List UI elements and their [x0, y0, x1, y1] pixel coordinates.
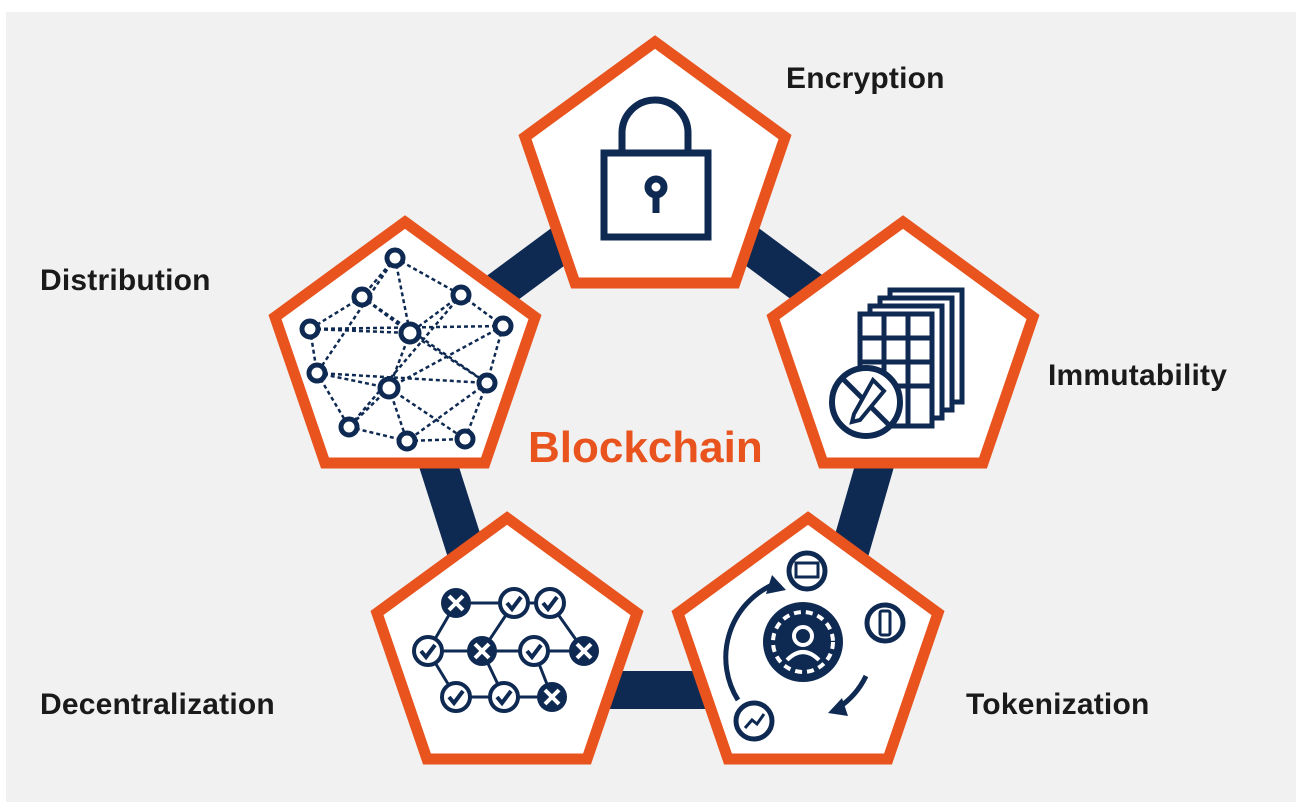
token-cycle-icon — [723, 550, 906, 742]
label-tokenization: Tokenization — [966, 688, 1150, 721]
mesh-node — [398, 321, 422, 345]
node-distribution — [268, 215, 542, 469]
x-node — [537, 682, 567, 712]
check-node — [498, 587, 530, 619]
mesh-node — [377, 376, 401, 400]
check-network-icon — [412, 587, 599, 713]
label-decentralization: Decentralization — [40, 688, 275, 721]
x-node — [441, 588, 471, 618]
lock-icon — [600, 96, 712, 241]
pentagon-tile-encryption — [518, 35, 792, 289]
mesh-node — [384, 247, 406, 269]
check-node — [534, 587, 566, 619]
pentagon-tile-decentralization — [370, 511, 644, 765]
locked-document-icon — [829, 287, 965, 439]
node-immutability — [766, 215, 1040, 469]
mesh-node — [454, 428, 476, 450]
mesh-node — [338, 416, 360, 438]
node-decentralization — [370, 511, 644, 765]
mesh-node — [476, 372, 498, 394]
network-mesh-icon — [299, 247, 514, 452]
center-title: Blockchain — [528, 423, 763, 472]
mesh-node — [396, 430, 418, 452]
node-tokenization — [671, 511, 945, 765]
mesh-node — [299, 318, 321, 340]
check-node — [412, 635, 444, 667]
check-node — [488, 681, 520, 713]
mesh-node — [492, 315, 514, 337]
check-node — [518, 635, 550, 667]
x-node — [569, 636, 599, 666]
mesh-node — [450, 284, 472, 306]
label-immutability: Immutability — [1048, 359, 1228, 392]
label-encryption: Encryption — [786, 62, 945, 95]
node-encryption — [518, 35, 792, 289]
mesh-node — [351, 286, 373, 308]
mesh-node — [306, 362, 328, 384]
label-distribution: Distribution — [40, 264, 211, 297]
x-node — [467, 636, 497, 666]
check-node — [440, 681, 472, 713]
